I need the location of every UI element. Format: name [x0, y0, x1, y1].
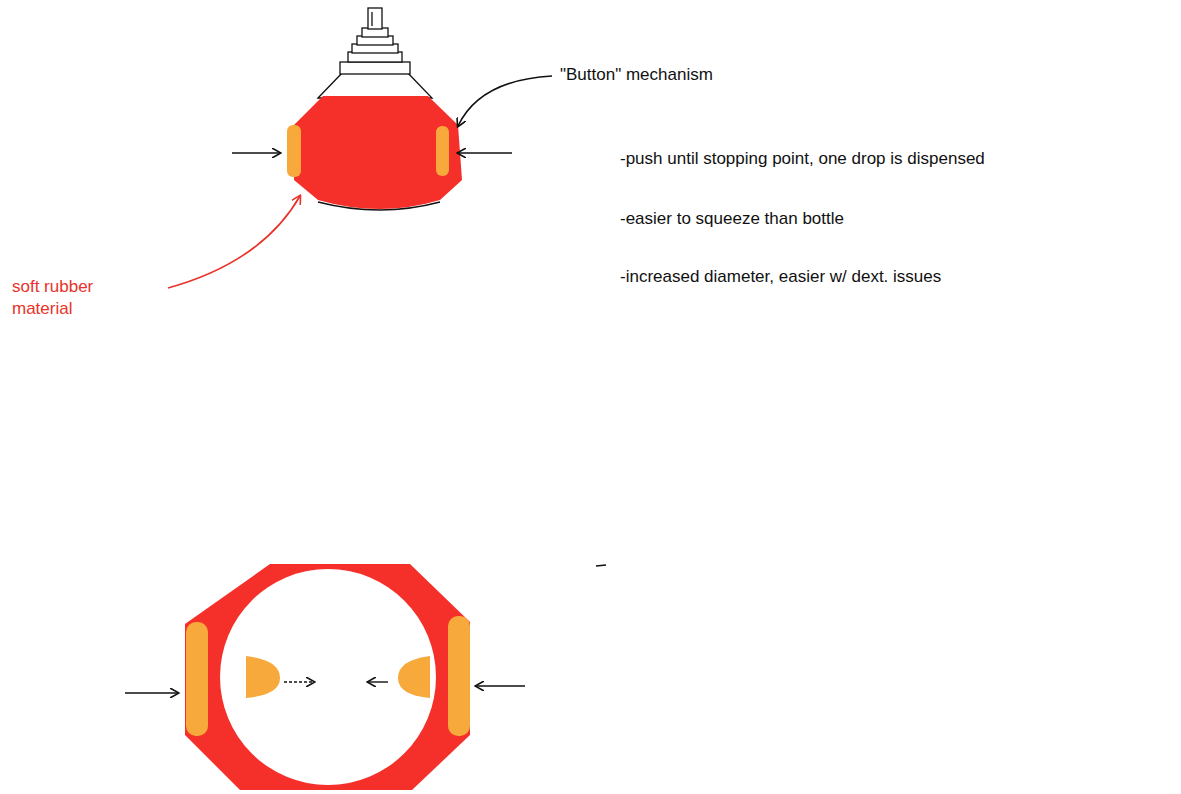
rubber-body	[294, 96, 462, 209]
nozzle	[318, 8, 432, 98]
button-pad	[186, 622, 208, 736]
body-base	[318, 202, 440, 210]
note-text: -push until stopping point, one drop is …	[620, 148, 985, 170]
press-arrow	[476, 685, 525, 687]
section-bore	[220, 569, 436, 785]
inner-plunger	[398, 656, 430, 698]
note-text: -easier to squeeze than bottle	[620, 208, 844, 230]
press-arrow	[458, 152, 512, 154]
callout-label: "Button" mechanism	[560, 64, 713, 86]
section-body	[185, 564, 470, 790]
leader-arrow	[168, 196, 300, 288]
inner-plunger	[246, 656, 280, 698]
press-arrow	[125, 692, 178, 694]
motion-arrow	[284, 681, 314, 682]
press-arrow	[232, 152, 280, 154]
leader-arrow	[458, 76, 552, 126]
button-pad	[436, 126, 449, 176]
motion-arrow	[368, 681, 388, 682]
button-pad	[287, 125, 301, 177]
callout-label: soft rubber material	[12, 276, 142, 320]
button-pad	[448, 616, 470, 736]
note-text: -increased diameter, easier w/ dext. iss…	[620, 266, 941, 288]
stray-mark	[596, 565, 606, 566]
